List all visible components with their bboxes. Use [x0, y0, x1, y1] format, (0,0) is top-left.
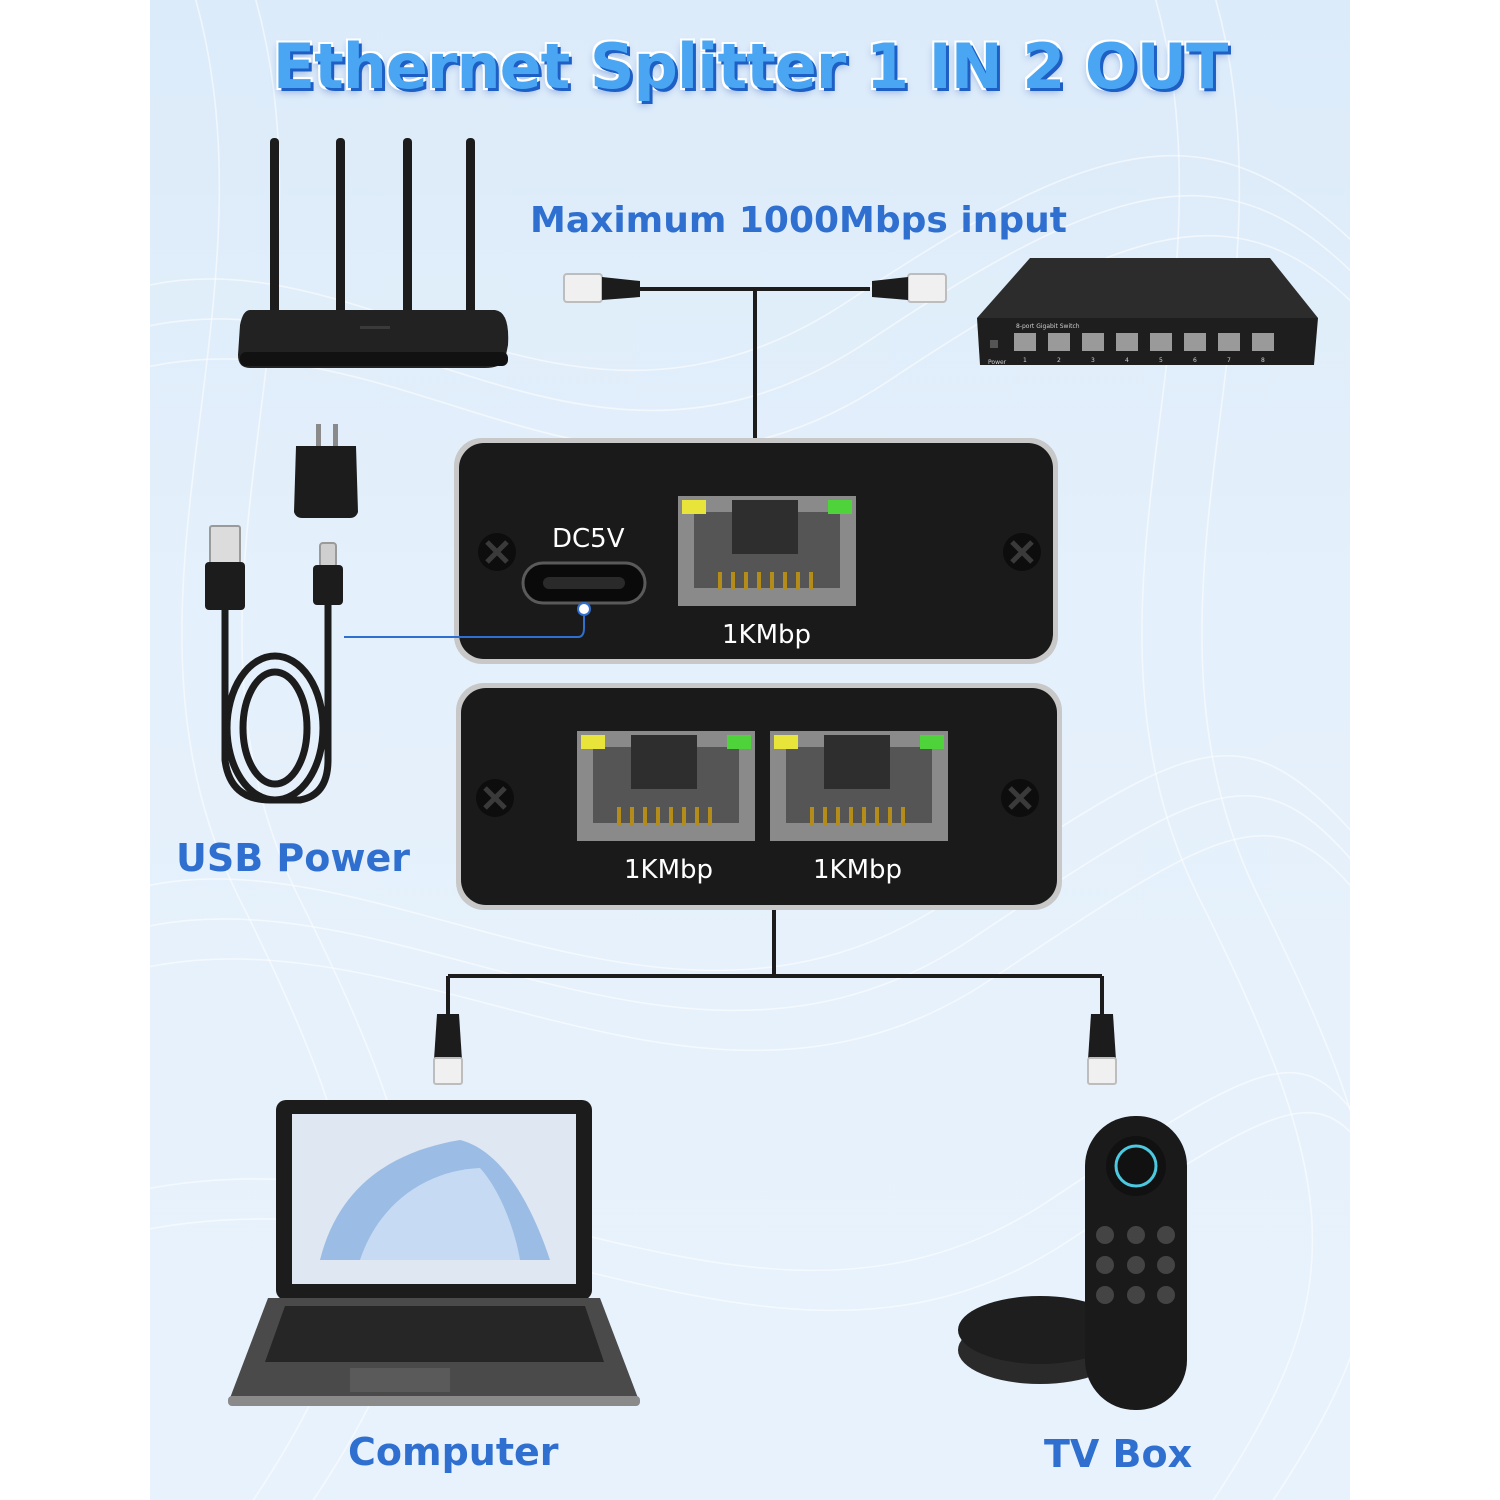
switch-port-number: 4	[1125, 357, 1129, 364]
tv-box-icon	[958, 1296, 1122, 1384]
usb-cable-icon	[205, 525, 343, 804]
switch-port-number: 5	[1159, 357, 1163, 364]
input-port-speed-label: 1KMbp	[722, 620, 812, 650]
remote-control-icon	[1085, 1116, 1187, 1410]
switch-port-number: 1	[1023, 357, 1027, 364]
rj45-port-icon	[770, 731, 948, 841]
output-cables-icon	[433, 910, 1117, 1085]
switch-port-number: 7	[1227, 357, 1231, 364]
power-adapter-icon	[294, 424, 358, 518]
switch-port-number: 8	[1261, 357, 1265, 364]
dc5v-port-label: DC5V	[552, 524, 625, 554]
tv-box-label: TV Box	[1044, 1432, 1193, 1476]
laptop-icon	[228, 1100, 640, 1406]
switch-model-text: 8-port Gigabit Switch	[1016, 323, 1080, 330]
output-port-2-speed-label: 1KMbp	[813, 855, 903, 885]
usb-power-label: USB Power	[176, 836, 410, 880]
rj45-port-icon	[577, 731, 755, 841]
switch-port-number: 3	[1091, 357, 1095, 364]
screw-icon	[476, 779, 514, 817]
router-icon	[238, 138, 509, 368]
page-title: Ethernet Splitter 1 IN 2 OUT	[272, 30, 1229, 103]
output-port-1-speed-label: 1KMbp	[624, 855, 714, 885]
splitter-input-face	[454, 438, 1058, 664]
screw-icon	[1003, 533, 1041, 571]
rj45-port-icon	[678, 496, 856, 606]
screw-icon	[1001, 779, 1039, 817]
power-link-dot	[577, 602, 591, 616]
computer-label: Computer	[348, 1430, 559, 1474]
network-switch-icon	[977, 258, 1318, 365]
screw-icon	[478, 533, 516, 571]
switch-port-number: 6	[1193, 357, 1197, 364]
switch-port-number: 2	[1057, 357, 1061, 364]
max-input-label: Maximum 1000Mbps input	[530, 200, 1067, 241]
input-cable-icon	[563, 273, 947, 440]
splitter-output-face	[456, 683, 1062, 910]
switch-power-text: Power	[988, 359, 1007, 366]
power-link-line	[344, 612, 585, 638]
